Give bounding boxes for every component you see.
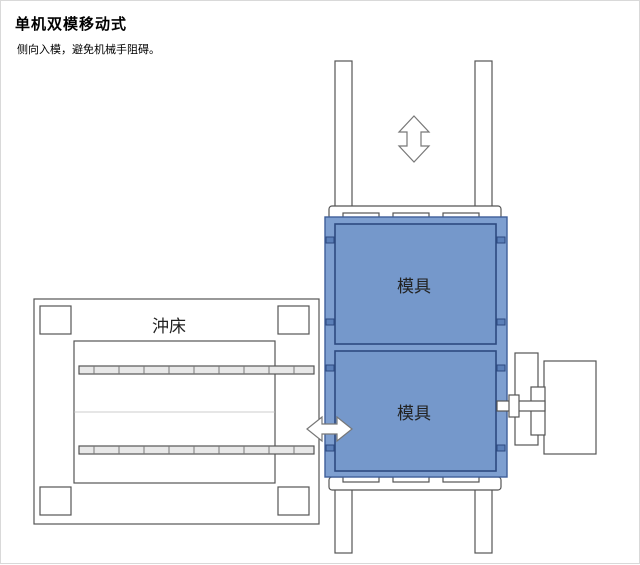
press-corner-top-left xyxy=(39,305,72,335)
drive-bracket xyxy=(508,394,520,418)
press-rail-ticks xyxy=(93,366,295,454)
mold-top-label: 模具 xyxy=(397,277,431,297)
press-corner-bottom-left xyxy=(39,486,72,516)
mold-bottom-label: 模具 xyxy=(397,404,431,424)
carriage-side-notches xyxy=(325,236,506,452)
press-label: 沖床 xyxy=(152,317,186,337)
press-rail-top xyxy=(78,365,315,375)
diagram-subtitle: 侧向入模，避免机械手阻碍。 xyxy=(17,43,160,56)
mold-carriage xyxy=(324,216,508,478)
vertical-double-arrow-icon xyxy=(397,115,431,163)
press-rail-bottom xyxy=(78,445,315,455)
press-corner-top-right xyxy=(277,305,310,335)
mold-bottom xyxy=(334,350,497,472)
diagram-title: 单机双模移动式 xyxy=(15,15,128,33)
press xyxy=(33,298,320,525)
mold-top xyxy=(334,223,497,345)
horizontal-double-arrow-icon xyxy=(306,415,353,443)
drive-rod xyxy=(496,400,546,412)
drive-motor xyxy=(543,360,597,455)
drive-unit xyxy=(496,352,597,455)
press-corner-bottom-right xyxy=(277,486,310,516)
